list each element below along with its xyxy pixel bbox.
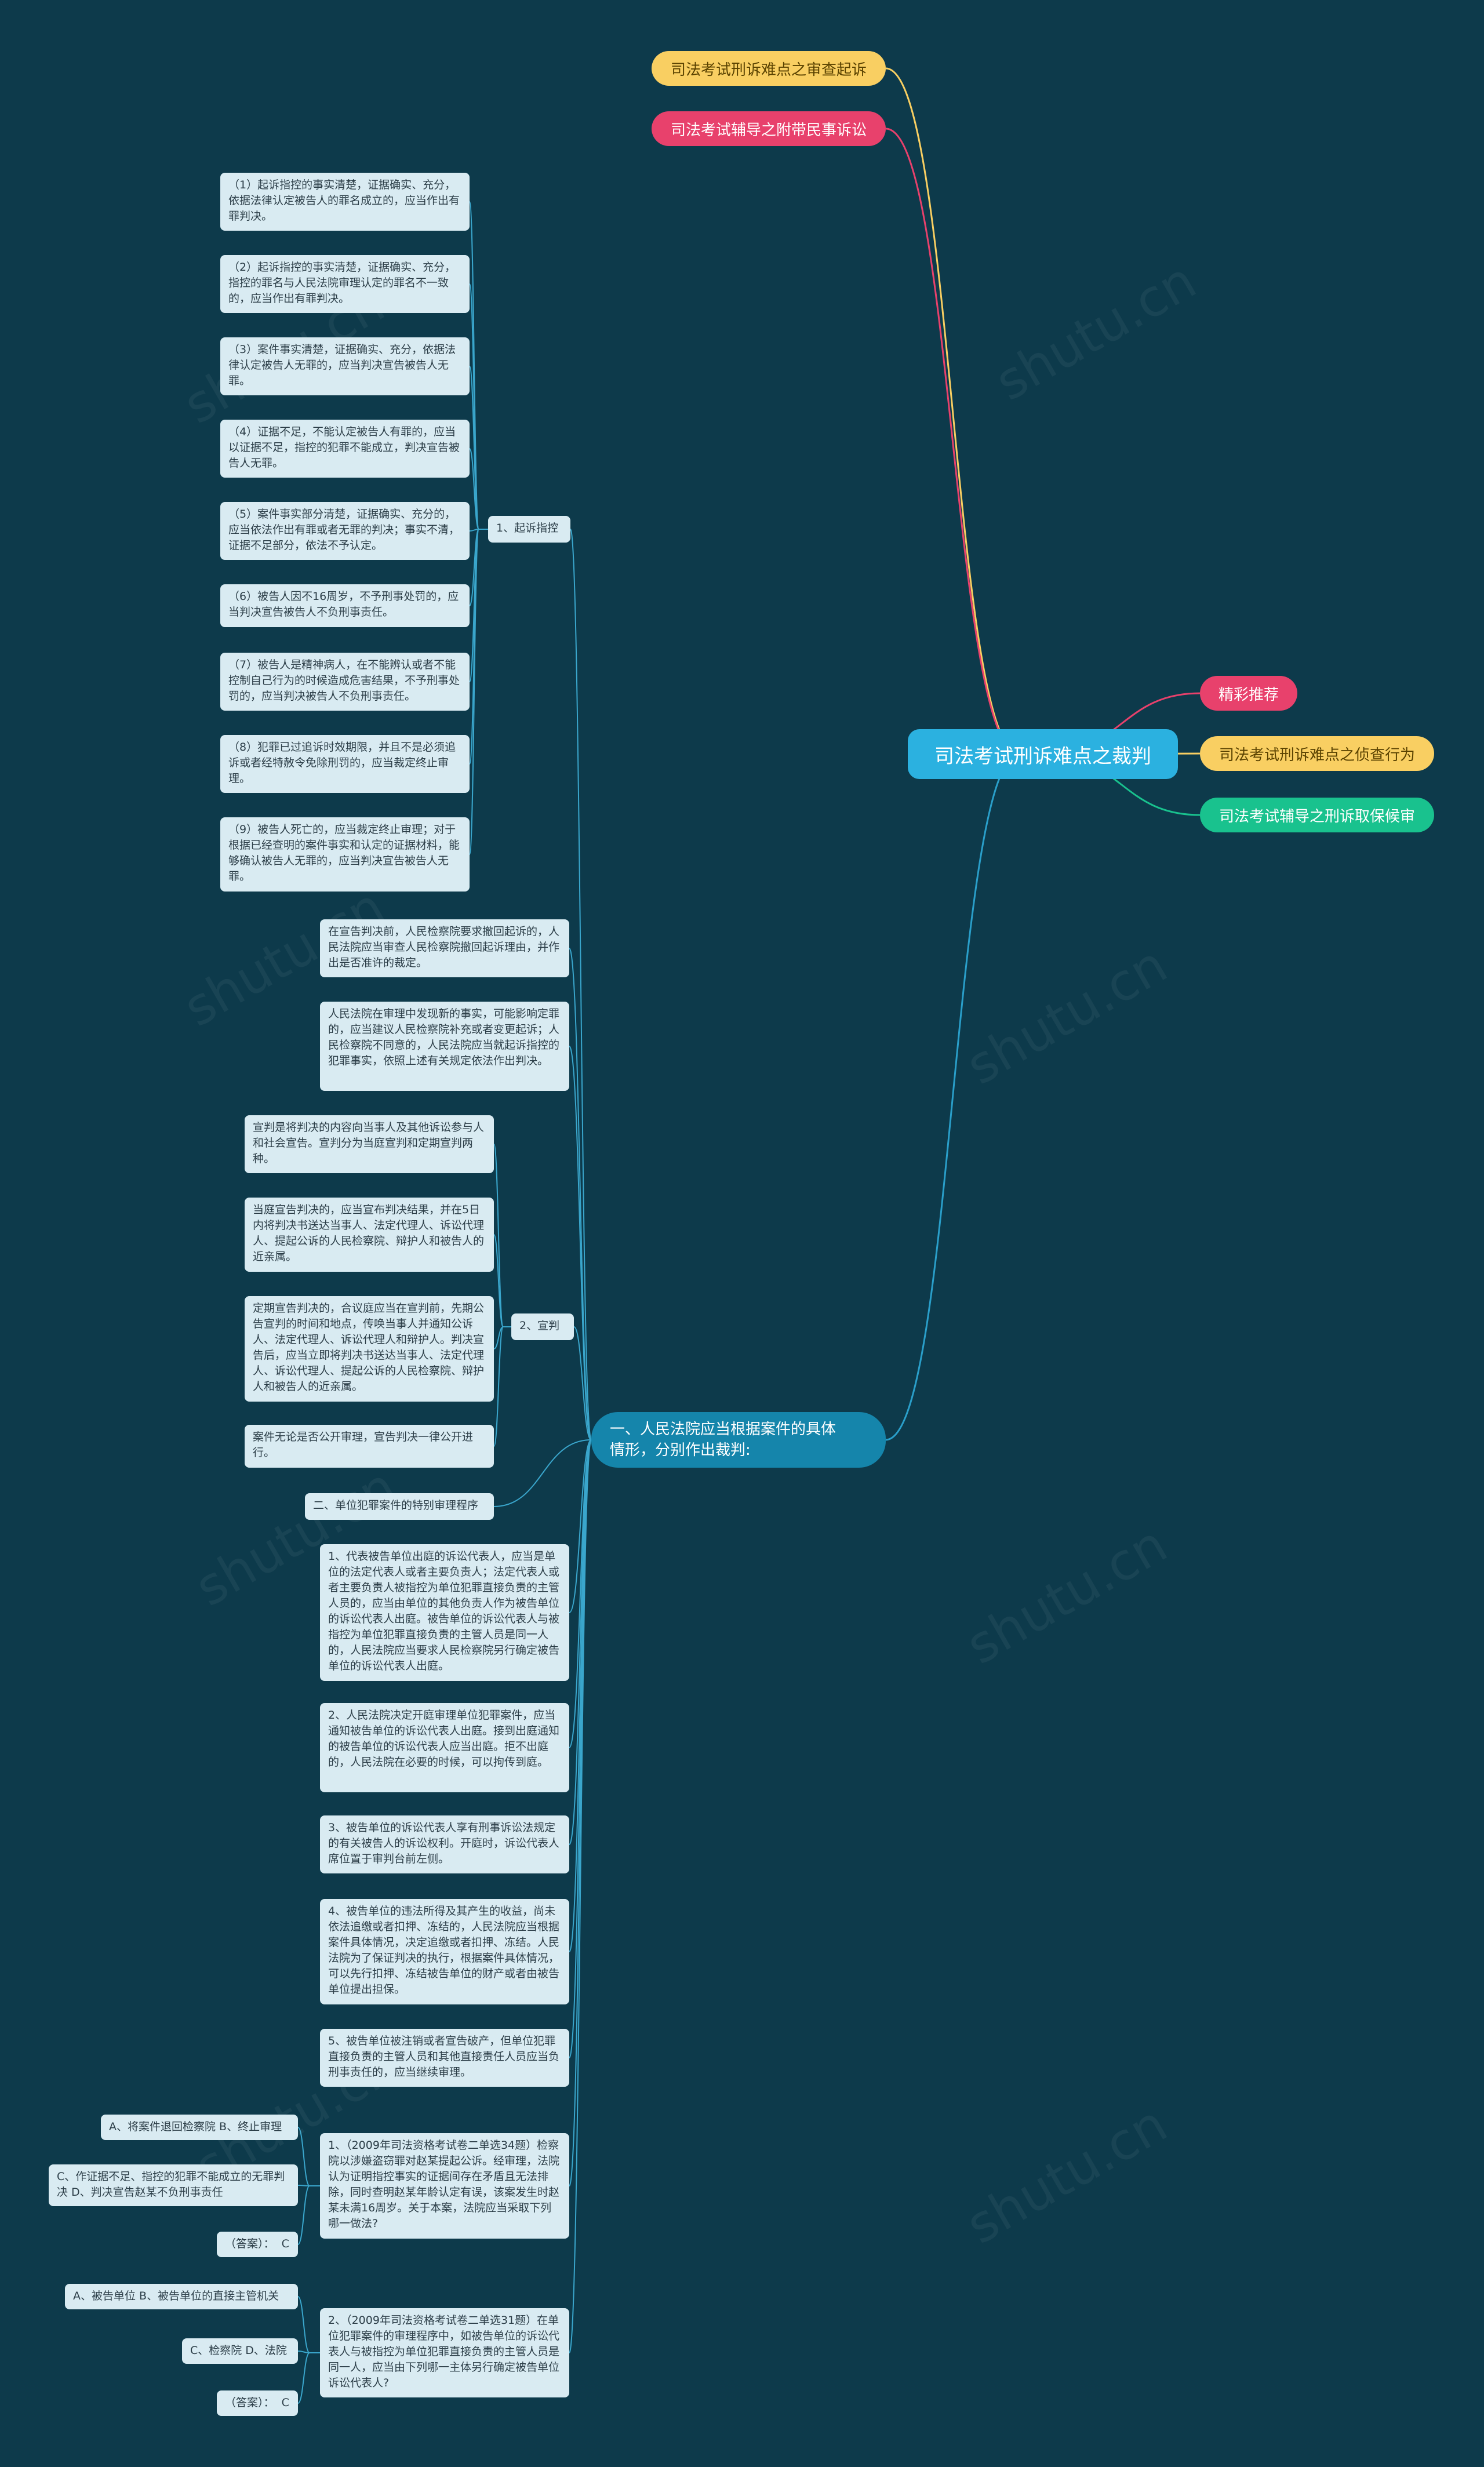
answer-option: A、被告单位 B、被告单位的直接主管机关 — [65, 2284, 298, 2309]
exam-question-1: 1、（2009年司法资格考试卷二单选34题）检察院以涉嫌盗窃罪对赵某提起公诉。经… — [320, 2133, 569, 2239]
connector-line — [297, 2185, 310, 2245]
exam-question-2: 2、（2009年司法资格考试卷二单选31题）在单位犯罪案件的审理程序中，如被告单… — [320, 2308, 569, 2397]
connector-line — [569, 1439, 592, 1613]
answer-option: A、将案件退回检察院 B、终止审理 — [101, 2115, 298, 2140]
list-item: 在宣告判决前，人民检察院要求撤回起诉的，人民法院应当审查人民检察院撤回起诉理由，… — [320, 919, 569, 977]
sub-branch-qisu-zhikong[interactable]: 1、起诉指控 — [488, 516, 570, 543]
topic-shencha-qisu[interactable]: 司法考试刑诉难点之审查起诉 — [652, 51, 886, 86]
connector-line — [570, 529, 592, 1440]
connector-line — [569, 1439, 592, 2353]
connector-line — [493, 1326, 504, 1447]
list-item: 定期宣告判决的，合议庭应当在宣判前，先期公告宣判的时间和地点，传唤当事人并通知公… — [245, 1296, 494, 1402]
connector-line — [885, 128, 1020, 755]
topic-zhencha-xingwei[interactable]: 司法考试刑诉难点之侦查行为 — [1200, 736, 1434, 771]
answer-key: （答案）： C — [217, 2390, 298, 2416]
list-item: （2）起诉指控的事实清楚，证据确实、充分，指控的罪名与人民法院审理认定的罪名不一… — [220, 255, 470, 313]
list-item: （8）犯罪已过追诉时效期限，并且不是必须追诉或者经特赦令免除刑罚的，应当裁定终止… — [220, 735, 470, 793]
list-item: （4）证据不足，不能认定被告人有罪的，应当以证据不足，指控的犯罪不能成立，判决宣… — [220, 420, 470, 478]
list-item: 人民法院在审理中发现新的事实，可能影响定罪的，应当建议人民检察院补充或者变更起诉… — [320, 1002, 569, 1091]
list-item: 3、被告单位的诉讼代表人享有刑事诉讼法规定的有关被告人的诉讼权利。开庭时，诉讼代… — [320, 1815, 569, 1873]
list-item: （3）案件事实清楚，证据确实、充分，依据法律认定被告人无罪的，应当判决宣告被告人… — [220, 337, 470, 395]
main-branch[interactable]: 一、人民法院应当根据案件的具体 情形，分别作出裁判: — [591, 1412, 886, 1468]
list-item: 5、被告单位被注销或者宣告破产，但单位犯罪直接负责的主管人员和其他直接责任人员应… — [320, 2029, 569, 2087]
connector-line — [297, 2350, 310, 2353]
connector-line — [297, 2185, 310, 2186]
connector-line — [297, 2127, 310, 2186]
connector-line — [569, 948, 592, 1440]
connector-line — [493, 1144, 504, 1327]
topic-jingcai-tuijian[interactable]: 精彩推荐 — [1200, 676, 1297, 711]
list-item: （5）案件事实部分清楚，证据确实、充分的，应当依法作出有罪或者无罪的判决；事实不… — [220, 502, 470, 560]
list-item: 宣判是将判决的内容向当事人及其他诉讼参与人和社会宣告。宣判分为当庭宣判和定期宣判… — [245, 1115, 494, 1173]
connector-line — [469, 529, 479, 532]
list-item: 案件无论是否公开审理，宣告判决一律公开进行。 — [245, 1425, 494, 1468]
connector-line — [573, 1326, 592, 1440]
connector-line — [469, 448, 479, 530]
connector-line — [569, 1046, 592, 1440]
sub-branch-xuanpan[interactable]: 2、宣判 — [511, 1313, 574, 1340]
answer-key: （答案）： C — [217, 2232, 298, 2257]
answer-option: C、检察院 D、法院 — [182, 2338, 298, 2364]
connector-line — [569, 1439, 592, 2186]
connector-line — [297, 2352, 310, 2404]
list-item: （7）被告人是精神病人，在不能辨认或者不能控制自己行为的时候造成危害结果，不予刑… — [220, 653, 470, 711]
connector-line — [297, 2296, 310, 2353]
root-topic[interactable]: 司法考试刑诉难点之裁判 — [908, 729, 1178, 779]
list-item: 4、被告单位的违法所得及其产生的收益，尚未依法追缴或者扣押、冻结的，人民法院应当… — [320, 1899, 569, 2004]
connector-line — [493, 1326, 504, 1349]
connector-line — [885, 753, 1020, 1441]
connector-line — [469, 529, 479, 855]
list-item: （9）被告人死亡的，应当裁定终止审理；对于根据已经查明的案件事实和认定的证据材料… — [220, 817, 470, 892]
list-item: （1）起诉指控的事实清楚，证据确实、充分，依据法律认定被告人的罪名成立的，应当作… — [220, 173, 470, 231]
list-item: 当庭宣告判决的，应当宣布判决结果，并在5日内将判决书送达当事人、法定代理人、诉讼… — [245, 1198, 494, 1272]
connector-line — [885, 67, 1020, 755]
sub-branch-danwei-fanzui[interactable]: 二、单位犯罪案件的特别审理程序 — [305, 1493, 494, 1520]
connector-line — [469, 366, 479, 530]
topic-qubao-houshen[interactable]: 司法考试辅导之刑诉取保候审 — [1200, 798, 1434, 832]
topic-fudai-minshi[interactable]: 司法考试辅导之附带民事诉讼 — [652, 111, 886, 146]
list-item: 1、代表被告单位出庭的诉讼代表人，应当是单位的法定代表人或者主要负责人；法定代表… — [320, 1544, 569, 1681]
answer-option: C、作证据不足、指控的犯罪不能成立的无罪判决 D、判决宣告赵某不负刑事责任 — [49, 2164, 298, 2206]
list-item: （6）被告人因不16周岁，不予刑事处罚的，应当判决宣告被告人不负刑事责任。 — [220, 584, 470, 627]
connector-line — [493, 1439, 592, 1507]
list-item: 2、人民法院决定开庭审理单位犯罪案件，应当通知被告单位的诉讼代表人出庭。接到出庭… — [320, 1703, 569, 1792]
connector-line — [493, 1234, 504, 1327]
